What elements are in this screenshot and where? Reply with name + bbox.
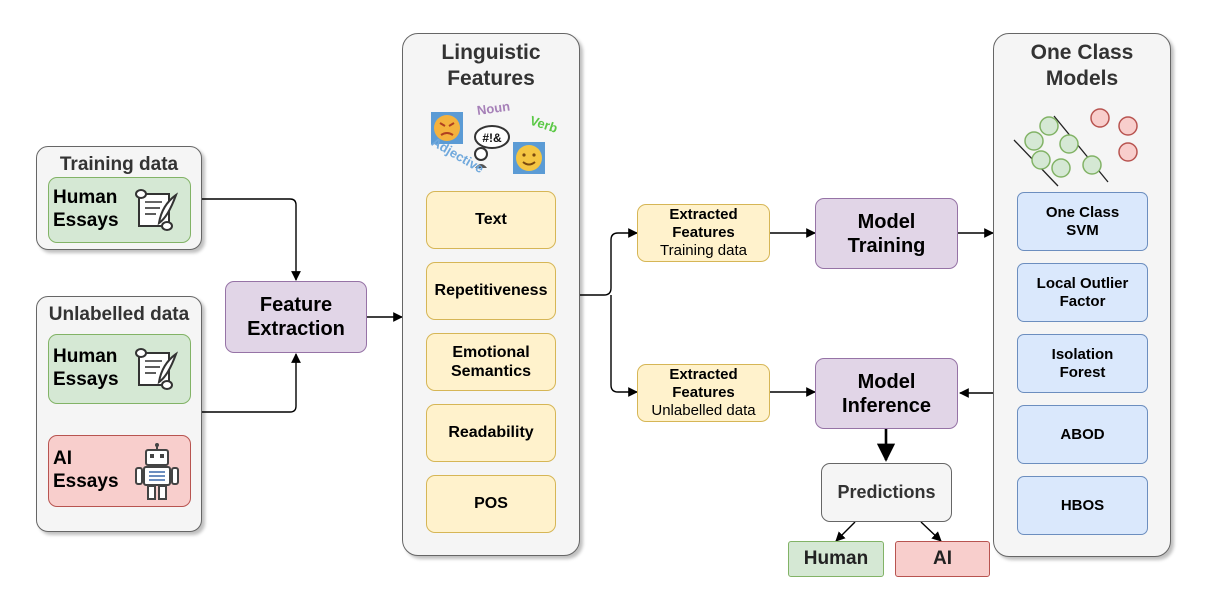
unlabelled-ai-essays[interactable]: AI Essays <box>48 435 191 507</box>
scroll-quill-icon <box>135 348 179 390</box>
cluster-icon <box>1013 108 1138 187</box>
arrow-prediction-to-human <box>835 521 856 542</box>
model-hbos[interactable]: HBOS <box>1017 476 1148 535</box>
output-ai[interactable]: AI <box>895 541 990 577</box>
speech-bubble-icon: #!& <box>474 125 510 168</box>
training-human-essays[interactable]: Human Essays <box>48 177 191 243</box>
extracted-training-sub: Training data <box>660 242 747 259</box>
extracted-unlabelled-sub: Unlabelled data <box>651 402 756 419</box>
output-human[interactable]: Human <box>788 541 884 577</box>
feature-repetitiveness[interactable]: Repetitiveness <box>426 262 556 320</box>
model-local-outlier-factor[interactable]: Local Outlier Factor <box>1017 263 1148 322</box>
training-human-essays-label: Human Essays <box>53 187 119 231</box>
training-data-title: Training data <box>59 154 179 175</box>
word-cloud-icon: #!& Noun Verb Adjective <box>429 99 560 177</box>
model-one-class-svm[interactable]: One Class SVM <box>1017 192 1148 251</box>
scroll-quill-icon <box>135 189 179 231</box>
unlabelled-data-group: Unlabelled data Human Essays AI Essays <box>36 296 202 532</box>
feature-readability[interactable]: Readability <box>426 404 556 462</box>
one-class-models-group: One Class Models One Class SVM Local Out… <box>993 33 1171 557</box>
one-class-models-title: One Class Models <box>1030 41 1134 91</box>
feature-emotional-semantics[interactable]: Emotional Semantics <box>426 333 556 391</box>
smile-face-icon <box>513 142 545 174</box>
unlabelled-human-essays-label: Human Essays <box>53 346 119 390</box>
robot-icon <box>135 443 179 500</box>
unlabelled-data-title: Unlabelled data <box>48 304 190 325</box>
arrow-prediction-to-ai <box>920 521 942 542</box>
linguistic-features-title: Linguistic Features <box>441 41 541 91</box>
extracted-features-training[interactable]: Extracted Features Training data <box>637 204 770 262</box>
predictions-box[interactable]: Predictions <box>821 463 952 522</box>
training-data-group: Training data Human Essays <box>36 146 202 250</box>
extracted-training-title: Extracted Features <box>669 206 738 241</box>
feature-pos[interactable]: POS <box>426 475 556 533</box>
model-isolation-forest[interactable]: Isolation Forest <box>1017 334 1148 393</box>
svg-text:#!&: #!& <box>482 131 502 145</box>
arrow-linguistic-to-extracted-unlabelled <box>610 295 638 397</box>
arrow-training-to-extraction <box>202 198 301 281</box>
svg-text:Verb: Verb <box>528 113 559 136</box>
extracted-features-unlabelled[interactable]: Extracted Features Unlabelled data <box>637 364 770 422</box>
model-training-box[interactable]: Model Training <box>815 198 958 269</box>
feature-text[interactable]: Text <box>426 191 556 249</box>
model-abod[interactable]: ABOD <box>1017 405 1148 464</box>
arrow-unlabelled-to-extraction <box>202 353 301 413</box>
linguistic-features-group: Linguistic Features #!& Noun Verb Adject… <box>402 33 580 556</box>
extracted-unlabelled-title: Extracted Features <box>669 366 738 401</box>
svg-text:Noun: Noun <box>476 99 511 118</box>
angry-face-icon <box>431 112 463 144</box>
arrow-linguistic-to-extracted-training <box>580 228 638 296</box>
feature-extraction-box[interactable]: Feature Extraction <box>225 281 367 353</box>
model-inference-box[interactable]: Model Inference <box>815 358 958 429</box>
unlabelled-human-essays[interactable]: Human Essays <box>48 334 191 404</box>
unlabelled-ai-essays-label: AI Essays <box>53 448 119 492</box>
